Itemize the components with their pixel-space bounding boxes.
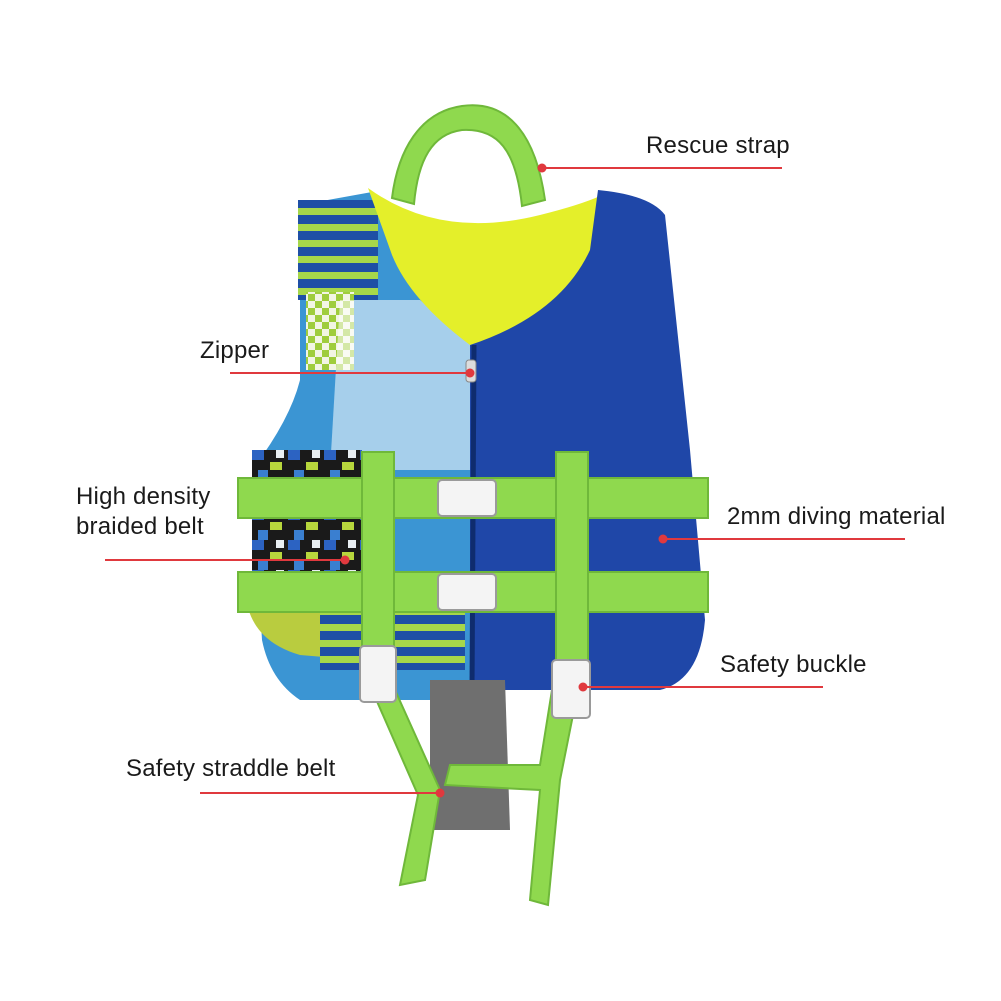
label-straddle-belt: Safety straddle belt	[126, 755, 336, 782]
buckle-upper	[437, 479, 497, 517]
label-braided-belt-line2: braided belt	[76, 513, 204, 540]
buckle-lower	[437, 573, 497, 611]
label-zipper: Zipper	[200, 337, 270, 364]
vest-collar-lining	[368, 188, 600, 345]
straddle-strap-right	[443, 689, 580, 907]
vest-stripes-panel	[298, 200, 378, 300]
leader-safety-buckle	[578, 682, 823, 692]
vest-pixel-panel	[252, 450, 362, 590]
rescue-strap-shape	[390, 104, 547, 208]
label-braided-belt: High density braided belt	[76, 482, 210, 542]
leader-rescue-strap	[537, 163, 782, 173]
straddle-panel	[430, 680, 510, 830]
leader-straddle-belt	[200, 788, 445, 798]
label-diving-material: 2mm diving material	[727, 503, 946, 530]
strap-right-vertical	[555, 451, 589, 683]
buckle-right-strap	[551, 659, 591, 719]
buckle-left-strap	[359, 645, 397, 703]
leader-diving-material	[658, 534, 905, 544]
label-braided-belt-line1: High density	[76, 483, 211, 510]
leader-braided-belt	[105, 555, 350, 565]
straddle-strap-left	[370, 689, 442, 887]
label-safety-buckle: Safety buckle	[720, 651, 867, 678]
strap-left-vertical	[361, 451, 395, 683]
label-rescue-strap: Rescue strap	[646, 132, 790, 159]
vest-right-panel	[470, 190, 705, 690]
leader-zipper	[230, 368, 475, 378]
vest-splash-panel	[330, 300, 470, 470]
